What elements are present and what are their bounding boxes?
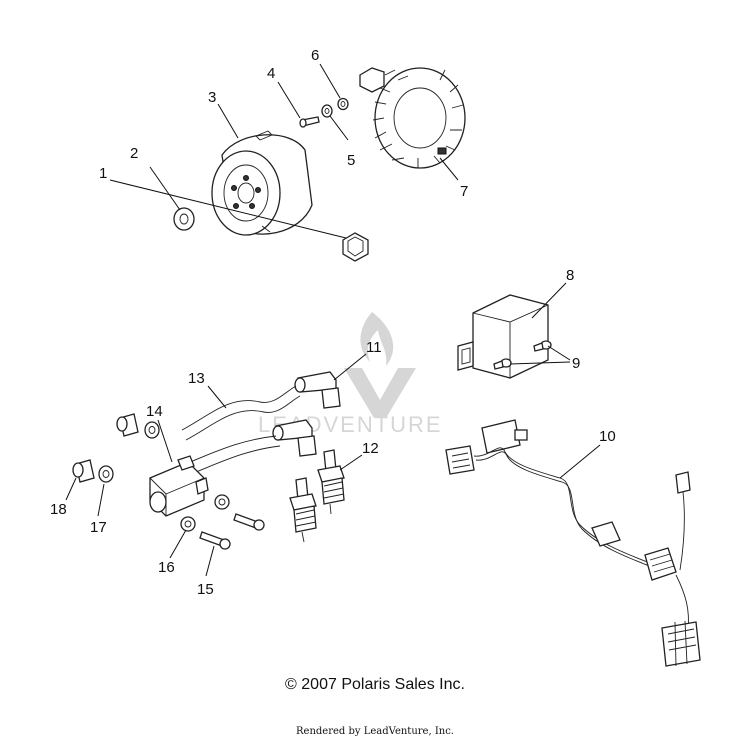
callout-3: 3 [208, 89, 216, 106]
part-11-spark-plug-caps [272, 371, 341, 457]
callout-11: 11 [366, 339, 382, 356]
leader-7 [439, 157, 459, 181]
leader-17 [97, 483, 105, 517]
callout-2: 2 [130, 145, 138, 162]
part-14-ignition-coil [149, 455, 209, 517]
leader-lines [65, 63, 601, 577]
part-18-spacers [72, 413, 139, 483]
copyright-notice: © 2007 Polaris Sales Inc. [285, 676, 465, 693]
leader-6 [319, 63, 341, 99]
part-3-flywheel [211, 130, 313, 236]
leader-2 [149, 166, 181, 211]
part-5-lock-washer [321, 104, 333, 118]
leader-10 [559, 444, 601, 479]
callout-9: 9 [572, 355, 580, 372]
callout-7: 7 [460, 183, 468, 200]
callout-18: 18 [50, 501, 67, 518]
part-6-washer [337, 97, 349, 111]
leader-16 [169, 529, 187, 559]
leader-4 [277, 81, 301, 119]
callout-8: 8 [566, 267, 574, 284]
leader-1 [109, 179, 347, 239]
leader-5 [329, 115, 349, 141]
part-16-star-washers [180, 494, 230, 532]
part-4-screw [299, 116, 320, 128]
callout-5: 5 [347, 152, 355, 169]
callout-13: 13 [188, 370, 205, 387]
callout-15: 15 [197, 581, 214, 598]
callout-17: 17 [90, 519, 107, 536]
part-10-wiring-harness [445, 419, 701, 667]
rendered-by-credit: Rendered by LeadVenture, Inc. [296, 726, 454, 737]
leader-3 [217, 103, 239, 139]
part-1-hex-nut [342, 232, 369, 262]
leader-9a [547, 345, 571, 361]
callouts: 1 2 3 4 5 6 7 8 9 10 11 12 13 14 15 16 1… [50, 47, 616, 598]
leader-9b [509, 361, 571, 365]
callout-10: 10 [599, 428, 616, 445]
part-12-spark-plugs [289, 449, 345, 543]
part-9-bolts [493, 340, 552, 370]
part-15-bolts [199, 513, 265, 550]
leader-15 [205, 545, 215, 577]
part-17-grommets [98, 421, 160, 483]
callout-14: 14 [146, 403, 163, 420]
callout-4: 4 [267, 65, 275, 82]
part-8-cdi-box [457, 294, 549, 379]
callout-16: 16 [158, 559, 175, 576]
leadventure-watermark: LEADVENTURE [258, 312, 441, 437]
callout-12: 12 [362, 440, 379, 457]
leader-13 [207, 385, 227, 409]
callout-1: 1 [99, 165, 107, 182]
leader-14 [157, 419, 173, 463]
leader-12 [339, 454, 363, 471]
leader-18 [65, 477, 77, 501]
callout-6: 6 [311, 47, 319, 64]
leader-11 [333, 353, 367, 381]
leader-8 [531, 282, 567, 319]
part-13-ignition-leads [181, 385, 301, 473]
part-2-washer [173, 207, 195, 231]
part-7-stator [359, 67, 466, 169]
